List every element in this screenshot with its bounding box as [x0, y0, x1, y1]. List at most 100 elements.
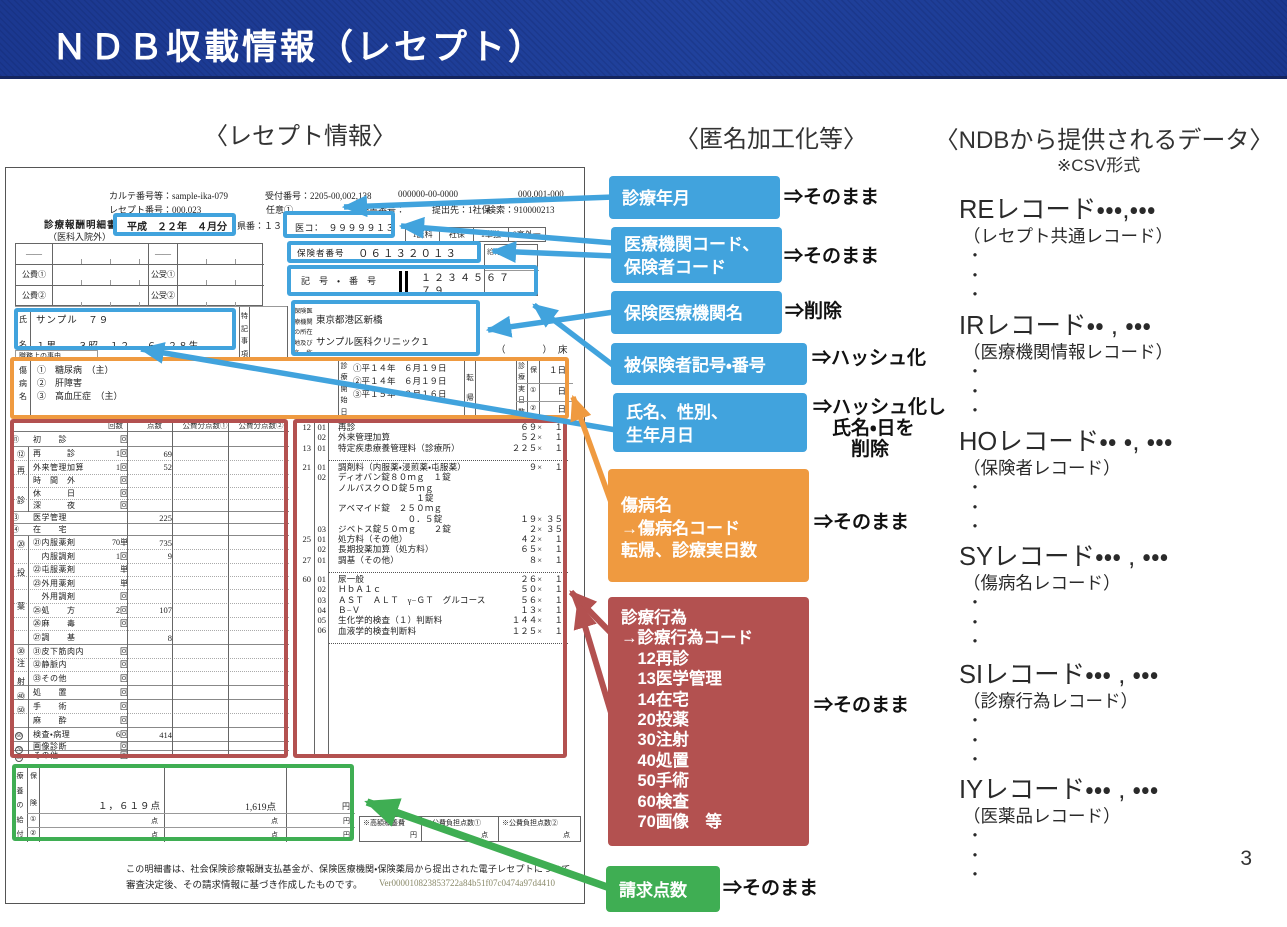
record-name: REレコード・・・,・・・	[959, 196, 1156, 224]
record-name: HOレコード・・ ・, ・・・	[959, 428, 1173, 456]
callout-shinryo-koi: 診療行為 →診療行為コード 12再診 13医学管理 14在宅 20投薬 30注射…	[608, 597, 809, 846]
record-block-si: SIレコード・・・ , ・・・（診療行為レコード）・ ・ ・	[937, 661, 1282, 771]
callout-kikan-code: 医療機関コード、 保険者コード	[611, 227, 782, 283]
fee-margin-glyph: ⑫	[17, 450, 25, 459]
form-subtitle: （医科入院外）	[48, 232, 112, 242]
type-cell: 8高外一	[512, 230, 541, 239]
fee-row: ㉝その他回	[11, 672, 289, 686]
meta-receipt-number: レセプト番号：000,023	[109, 205, 202, 215]
symbol-bar	[399, 271, 402, 293]
record-block-iy: IYレコード・・・ , ・・・（医薬品レコード）・ ・ ・	[937, 776, 1282, 886]
benefit-row-k2: ②	[30, 829, 37, 837]
title-banner: ＮＤＢ収載情報（レセプト）	[0, 0, 1287, 79]
type-cell: 1単独	[474, 228, 509, 241]
prefecture-number: 県番：１３	[237, 221, 283, 231]
record-sub: （医療機関情報レコード）	[963, 342, 1173, 362]
benefit-decision: 1,619点	[245, 803, 276, 813]
page-number: 3	[1240, 847, 1252, 870]
disease-names: ① 糖尿病 （主） ② 肝障害 ③ 高血圧症 （主）	[37, 365, 123, 401]
kouhi-table: —— —— 公費① 公受① 公費② 公受②	[15, 243, 264, 307]
record-sub: （診療行為レコード）	[963, 691, 1138, 711]
name-label-shi: 氏	[19, 315, 27, 324]
hospital-name: サンプル医科クリニック１	[316, 338, 430, 348]
record-name: SYレコード・・・ , ・・・	[959, 543, 1169, 571]
fee-margin-glyph: 診	[17, 496, 25, 505]
kouhi-label: ——	[16, 244, 53, 265]
benefit-row-k1: ①	[30, 815, 37, 823]
fee-row: 休 日回	[11, 488, 289, 500]
record-block-sy: SYレコード・・・ , ・・・（傷病名レコード） ・ ・ ・	[937, 543, 1282, 653]
billing-month: 平成 ２２年 ４月分	[127, 222, 227, 233]
record-sub: （傷病名レコード）	[963, 573, 1121, 593]
fee-margin-glyph: ㊿	[17, 706, 25, 715]
record-dots: ・ ・ ・	[967, 828, 984, 884]
heading-anonymization: 〈匿名加工化等〉	[675, 126, 867, 153]
benefit-r3: 点	[151, 831, 158, 839]
kouhi-label: ——	[149, 244, 178, 265]
insurance-type-cells: 1医科 社保 1単独 8高外一	[405, 227, 546, 242]
benefit-row-hoken-2: 険	[30, 799, 37, 807]
side-cells: ※高額療養費 円 ※公費負担点数① 点 ※公費負担点数② 点	[359, 816, 581, 842]
insurer-number: ０６１３２０１３	[358, 249, 458, 260]
detail-row: １錠	[338, 492, 434, 503]
record-dots: ・ ・ ・	[967, 595, 984, 651]
days-row-label: ②	[530, 404, 537, 412]
result-shinryo-nengetsu: ⇒そのまま	[784, 187, 880, 208]
record-sub: （医薬品レコード）	[963, 806, 1121, 826]
benefit-r2: 円	[343, 817, 350, 825]
fee-header-points: 点数	[147, 421, 162, 430]
record-dots: ・ ・ ・	[967, 480, 984, 536]
detail-row: アベマイド錠 ２５０ｍｇ	[338, 503, 443, 514]
symbol-number-1: １２３４５６７	[421, 273, 512, 284]
heading-receipt-info: 〈レセプト情報〉	[204, 123, 396, 150]
benefit-row-hoken-1: 保	[30, 772, 37, 780]
start-date-label: 診療開始日	[340, 362, 348, 416]
fee-row: 深 夜回	[11, 500, 289, 512]
record-sub: （レセプト共通レコード）	[963, 226, 1173, 246]
fee-header-count: 回数	[108, 421, 123, 430]
days-value: 日	[557, 404, 566, 414]
result-shimei: ⇒ハッシュ化し 氏名・日を 削除	[813, 397, 947, 460]
meta-group-number: 000,001-000	[518, 189, 564, 199]
record-block-ho: HOレコード・・ ・, ・・・（保険者レコード）・ ・ ・	[937, 428, 1282, 538]
version-string: Ver000010823853722a84b51f07c0474a97d4410	[379, 878, 555, 888]
fee-margin-glyph: 射	[17, 677, 25, 686]
beds: （ ）床	[496, 346, 574, 356]
benefit-r3: 円	[343, 831, 350, 839]
record-dots: ・ ・ ・	[967, 364, 984, 420]
fee-row: ㉓外用薬剤単	[11, 577, 289, 590]
days-value: １日	[548, 365, 566, 375]
name-label-mei: 名	[19, 340, 27, 349]
side-cell-label: ※高額療養費	[363, 819, 405, 827]
benefit-ratio-label: 給付	[487, 248, 501, 256]
slide-title: ＮＤＢ収載情報（レセプト）	[52, 28, 547, 67]
fee-row: 処 置回	[11, 686, 289, 700]
meta-uketsuke-number: 受付番号：2205-00,002,138	[265, 191, 372, 201]
fee-row: ㉛皮下筋肉内回	[11, 645, 289, 659]
fee-margin-glyph: ㉚	[17, 647, 25, 656]
side-cell-unit: 円	[410, 831, 417, 839]
fee-row: ㉜静脈内回	[11, 659, 289, 672]
symbol-label: 記 号 ・ 番 号	[301, 276, 377, 286]
medical-code: 医コ： ９９９９９１３	[295, 223, 396, 233]
fee-margin-glyph: 60	[15, 732, 23, 740]
fee-row: ㉖麻 毒回	[11, 618, 289, 631]
csv-format-note: ※CSV形式	[1057, 156, 1141, 175]
start-dates: ①平１４年 ６月１９日 ②平１４年 ６月１９日 ③平１５年 ２月１６日	[353, 363, 447, 399]
callout-kigo-bango: 被保険者記号・番号	[611, 343, 807, 385]
benefit-claim: １，６１９点	[97, 802, 161, 812]
callout-shinryo-nengetsu: 診療年月	[609, 176, 780, 219]
meta-kensaku: 検索：910000213	[487, 205, 555, 215]
